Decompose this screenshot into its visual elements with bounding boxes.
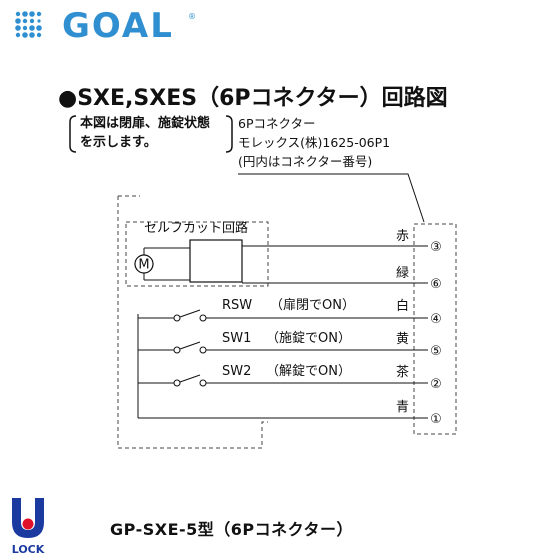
self-cut-box [125, 221, 269, 287]
connector-note-line-2: モレックス(株)1625-06P1 [238, 135, 391, 150]
lock-body-outline [117, 196, 268, 449]
circuit-diagram: セルフカット回路 M RSW （扉閉でON） SW1 （施錠でON） [69, 115, 457, 449]
switch-sw2-desc: （解錠でON） [266, 364, 351, 379]
wire-color-green: 緑 [396, 266, 409, 281]
state-note-line-2: を示します。 [80, 135, 157, 150]
pin-3: ③ [430, 240, 442, 255]
self-cut-module [189, 239, 243, 283]
wire-color-yellow: 黄 [396, 332, 409, 347]
lock-logo-text: LOCK [12, 543, 45, 556]
connector-housing [413, 223, 457, 435]
wire-color-white: 白 [396, 298, 409, 314]
connector-note-line-3: (円内はコネクター番号) [238, 154, 373, 169]
leader-line [238, 173, 425, 223]
pin-6: ⑥ [430, 277, 442, 292]
switch-sw1 [138, 341, 428, 354]
wire-color-blue: 青 [396, 400, 409, 415]
switch-sw2-name: SW2 [222, 364, 251, 379]
pin-4: ④ [430, 312, 442, 327]
pin-5: ⑤ [430, 344, 442, 359]
pin-2: ② [430, 377, 442, 392]
wire-color-brown: 茶 [396, 364, 409, 380]
registered-mark: ® [188, 12, 196, 21]
switch-rsw-desc: （扉閉でON） [270, 297, 355, 313]
dot-grid-icon [15, 11, 42, 38]
goal-logo: GOAL ® [12, 6, 202, 46]
self-cut-label: セルフカット回路 [144, 220, 248, 236]
switch-rsw-name: RSW [222, 298, 252, 313]
state-note-line-1: 本図は閉扉、施錠状態 [80, 116, 211, 131]
note-bracket-right [225, 115, 233, 153]
u-lock-logo: LOCK [12, 498, 45, 556]
connector-note: 6Pコネクター モレックス(株)1625-06P1 (円内はコネクター番号) [238, 114, 390, 171]
note-bracket-left [69, 115, 77, 153]
connector-note-line-1: 6Pコネクター [238, 116, 316, 131]
pin-1: ① [430, 412, 442, 427]
switch-sw1-name: SW1 [222, 331, 251, 346]
diagram-title: ●SXE,SXES（6Pコネクター）回路図 [58, 86, 448, 111]
switch-rsw [138, 309, 428, 322]
wire-color-red: 赤 [396, 229, 409, 244]
switch-sw1-desc: （施錠でON） [266, 331, 351, 346]
state-note: 本図は閉扉、施錠状態 を示します。 [80, 114, 210, 152]
model-caption: GP-SXE-5型（6Pコネクター） [110, 520, 354, 539]
brand-name: GOAL [62, 6, 174, 46]
switch-sw2 [138, 374, 428, 387]
motor-label: M [138, 258, 149, 273]
